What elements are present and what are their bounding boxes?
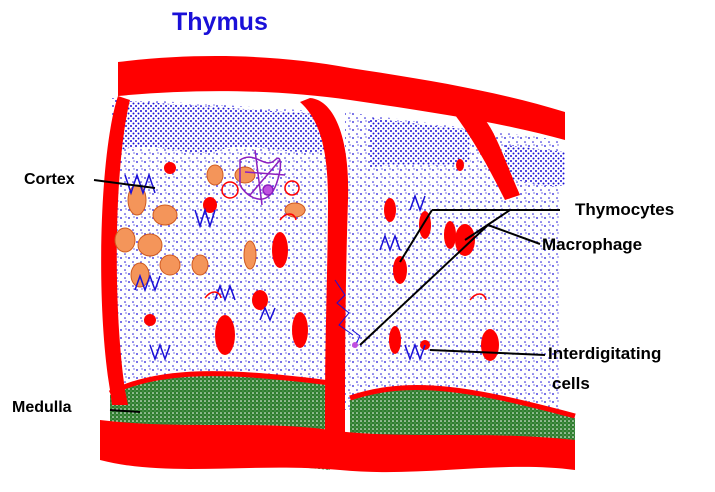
- medulla-label: Medulla: [12, 400, 72, 416]
- macrophage-label: Macrophage: [542, 236, 642, 253]
- outer-cortex-band-left: [115, 100, 330, 153]
- interdigitating-label-line2: cells: [552, 375, 590, 392]
- outer-cortex-band-right: [370, 118, 470, 168]
- cortex-label: Cortex: [24, 172, 75, 188]
- outer-cortex-band-far: [505, 145, 565, 186]
- diagram-title: Thymus: [172, 8, 268, 37]
- interdigitating-label-line1: Interdigitating: [548, 345, 661, 362]
- thymocytes-label: Thymocytes: [575, 201, 674, 218]
